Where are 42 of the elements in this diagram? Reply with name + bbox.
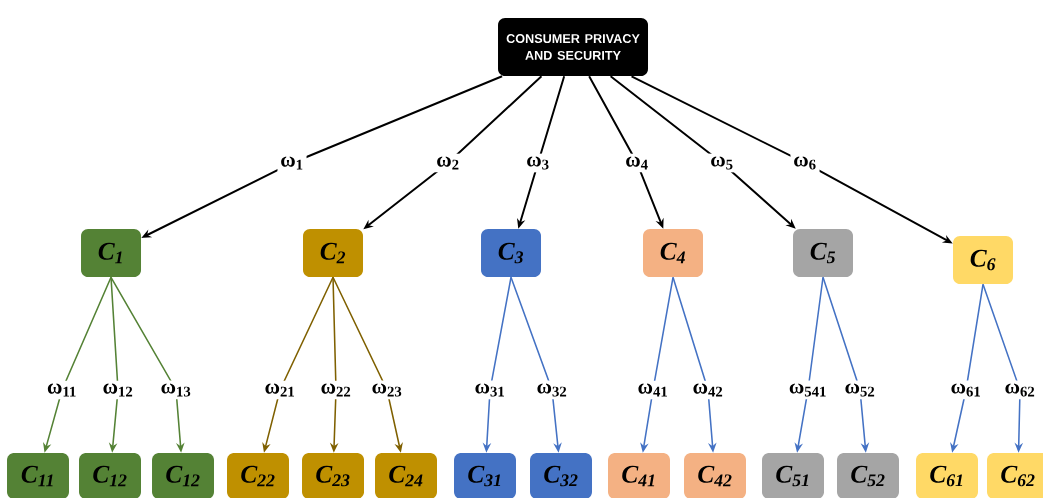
edge-label: ω$_{2}$	[433, 153, 463, 173]
edge-label: ω$_{32}$	[533, 380, 571, 400]
sub-criterion-box: C$_{11}$	[7, 453, 69, 498]
sub-criterion-box: C$_{12}$	[152, 453, 214, 498]
sub-criterion-box: C$_{41}$	[608, 453, 670, 498]
edge-label: ω$_{3}$	[523, 153, 553, 173]
sub-criterion-box: C$_{24}$	[375, 453, 437, 498]
edge-label: ω$_{52}$	[841, 380, 879, 400]
edge-label: ω$_{4}$	[622, 153, 652, 173]
edge-label: ω$_{23}$	[368, 380, 406, 400]
sub-criterion-box: C$_{51}$	[762, 453, 824, 498]
sub-criterion-box: C$_{23}$	[302, 453, 364, 498]
criterion-box: C$_{3}$	[481, 229, 541, 277]
sub-criterion-box: C$_{61}$	[916, 453, 978, 498]
edge-label: ω$_{21}$	[261, 380, 299, 400]
edge-label: ω$_{6}$	[790, 153, 820, 173]
root-box: CONSUMER PRIVACY AND SECURITY	[498, 18, 648, 76]
edge-label: ω$_{22}$	[317, 380, 355, 400]
sub-criterion-box: C$_{32}$	[530, 453, 592, 498]
criterion-box: C$_{4}$	[643, 229, 703, 277]
edge-label: ω$_{42}$	[689, 380, 727, 400]
arrow	[609, 75, 796, 229]
edge-label: ω$_{1}$	[277, 153, 307, 173]
edge-label: ω$_{62}$	[1001, 380, 1039, 400]
edge-label: ω$_{12}$	[99, 380, 137, 400]
edge-label: ω$_{41}$	[634, 380, 672, 400]
sub-criterion-box: C$_{52}$	[837, 453, 899, 498]
criterion-box: C$_{2}$	[303, 229, 363, 277]
edge-label: ω$_{11}$	[44, 380, 80, 400]
criterion-box: C$_{5}$	[793, 229, 853, 277]
edge-label: ω$_{13}$	[157, 380, 195, 400]
sub-criterion-box: C$_{31}$	[454, 453, 516, 498]
sub-criterion-box: C$_{62}$	[987, 453, 1043, 498]
sub-criterion-box: C$_{12}$	[79, 453, 141, 498]
edge-label: ω$_{541}$	[786, 380, 830, 400]
sub-criterion-box: C$_{22}$	[227, 453, 289, 498]
edge-label: ω$_{5}$	[707, 153, 737, 173]
criterion-box: C$_{6}$	[953, 236, 1013, 284]
criterion-box: C$_{1}$	[81, 229, 141, 277]
sub-criterion-box: C$_{42}$	[684, 453, 746, 498]
edge-label: ω$_{61}$	[947, 380, 985, 400]
edge-label: ω$_{31}$	[471, 380, 509, 400]
